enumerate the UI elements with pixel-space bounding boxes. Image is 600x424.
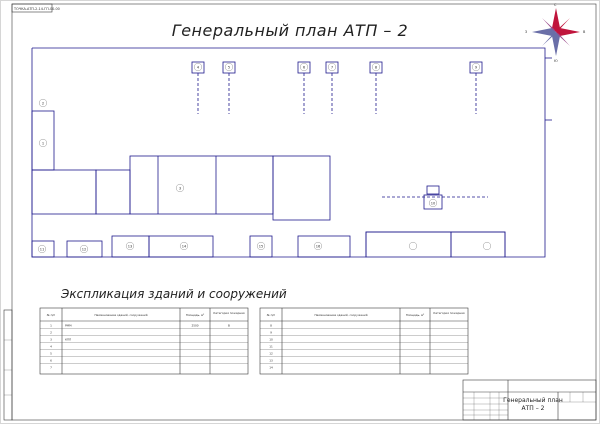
svg-text:5: 5 bbox=[50, 352, 52, 356]
svg-text:14: 14 bbox=[269, 366, 273, 370]
compass-s: Ю bbox=[554, 59, 558, 63]
svg-text:3: 3 bbox=[50, 338, 52, 342]
title-block-title-1: Генеральный план bbox=[503, 397, 563, 404]
svg-text:1: 1 bbox=[50, 324, 52, 328]
svg-text:2: 2 bbox=[50, 331, 52, 335]
svg-text:КПП: КПП bbox=[65, 338, 71, 342]
svg-text:6: 6 bbox=[50, 359, 52, 363]
compass-e: В bbox=[583, 30, 586, 34]
title-block-title-2: АТП – 2 bbox=[522, 405, 545, 412]
svg-text:14: 14 bbox=[182, 244, 187, 248]
svg-text:1: 1 bbox=[42, 141, 44, 145]
svg-text:10: 10 bbox=[269, 338, 273, 342]
svg-text:Площадь, м²: Площадь, м² bbox=[406, 313, 425, 317]
svg-text:6: 6 bbox=[303, 65, 306, 69]
svg-text:12: 12 bbox=[269, 352, 273, 356]
marker-7: 7 bbox=[328, 63, 336, 71]
drawing-title: Генеральный план АТП – 2 bbox=[172, 21, 408, 40]
svg-text:7: 7 bbox=[331, 65, 333, 69]
corner-stamp: ТОЧКА-АТП-2-14-ГП-00-00 bbox=[11, 3, 60, 13]
marker-14: 14 bbox=[180, 242, 188, 250]
svg-text:15: 15 bbox=[259, 244, 264, 248]
svg-text:Наименование зданий, сооружени: Наименование зданий, сооружений bbox=[314, 313, 367, 317]
svg-text:12: 12 bbox=[82, 247, 87, 251]
marker-11: 11 bbox=[38, 245, 46, 253]
marker-12: 12 bbox=[80, 245, 88, 253]
marker-10: 10 bbox=[429, 199, 437, 207]
title-block: Генеральный план АТП – 2 bbox=[462, 379, 597, 421]
svg-text:13: 13 bbox=[269, 359, 273, 363]
svg-text:16: 16 bbox=[316, 244, 321, 248]
compass-w: З bbox=[525, 30, 527, 34]
marker-13: 13 bbox=[126, 242, 134, 250]
svg-text:4: 4 bbox=[197, 65, 200, 69]
marker-1: 1 bbox=[39, 139, 47, 147]
svg-text:11: 11 bbox=[40, 247, 45, 251]
svg-text:10: 10 bbox=[431, 201, 436, 205]
marker-16: 16 bbox=[314, 242, 322, 250]
corner-stamp-text: ТОЧКА-АТП-2-14-ГП-00-00 bbox=[13, 7, 60, 11]
marker-2: 2 bbox=[39, 99, 47, 107]
svg-text:Категория пожарная: Категория пожарная bbox=[213, 311, 244, 315]
svg-text:9: 9 bbox=[270, 331, 272, 335]
svg-text:В: В bbox=[228, 324, 230, 328]
site-markers: 1 2 3 4 5 6 7 8 9 10 11 12 13 14 15 16 bbox=[38, 63, 491, 253]
site-plan bbox=[31, 47, 552, 258]
svg-text:Наименование зданий, сооружени: Наименование зданий, сооружений bbox=[94, 313, 147, 317]
svg-text:4: 4 bbox=[50, 345, 52, 349]
svg-text:РММ: РММ bbox=[65, 324, 72, 328]
marker-6: 6 bbox=[300, 63, 308, 71]
svg-text:8: 8 bbox=[375, 65, 378, 69]
marker-3: 3 bbox=[176, 184, 184, 192]
svg-text:5: 5 bbox=[228, 65, 230, 69]
marker-15: 15 bbox=[257, 242, 265, 250]
marker-9: 9 bbox=[472, 63, 480, 71]
svg-text:№ п/п: № п/п bbox=[267, 313, 276, 317]
svg-text:Категория пожарная: Категория пожарная bbox=[433, 311, 464, 315]
svg-text:11: 11 bbox=[269, 345, 273, 349]
svg-text:13: 13 bbox=[128, 244, 133, 248]
explication-table-right: № п/п Наименование зданий, сооружений Пл… bbox=[259, 307, 469, 375]
svg-text:№ п/п: № п/п bbox=[47, 313, 56, 317]
svg-text:8: 8 bbox=[270, 324, 272, 328]
svg-text:Площадь, м²: Площадь, м² bbox=[186, 313, 205, 317]
explication-table-left: № п/п Наименование зданий, сооружений Пл… bbox=[39, 307, 249, 375]
marker-5: 5 bbox=[225, 63, 233, 71]
svg-text:2500: 2500 bbox=[191, 324, 198, 328]
marker-8: 8 bbox=[372, 63, 380, 71]
explication-heading: Экспликация зданий и сооружений bbox=[60, 287, 287, 301]
svg-text:7: 7 bbox=[50, 366, 52, 370]
svg-text:3: 3 bbox=[179, 186, 181, 190]
svg-text:9: 9 bbox=[475, 65, 478, 69]
marker-4: 4 bbox=[194, 63, 202, 71]
compass-n: С bbox=[554, 3, 557, 7]
compass-rose-icon: С Ю З В bbox=[525, 3, 586, 63]
svg-text:2: 2 bbox=[42, 101, 44, 105]
